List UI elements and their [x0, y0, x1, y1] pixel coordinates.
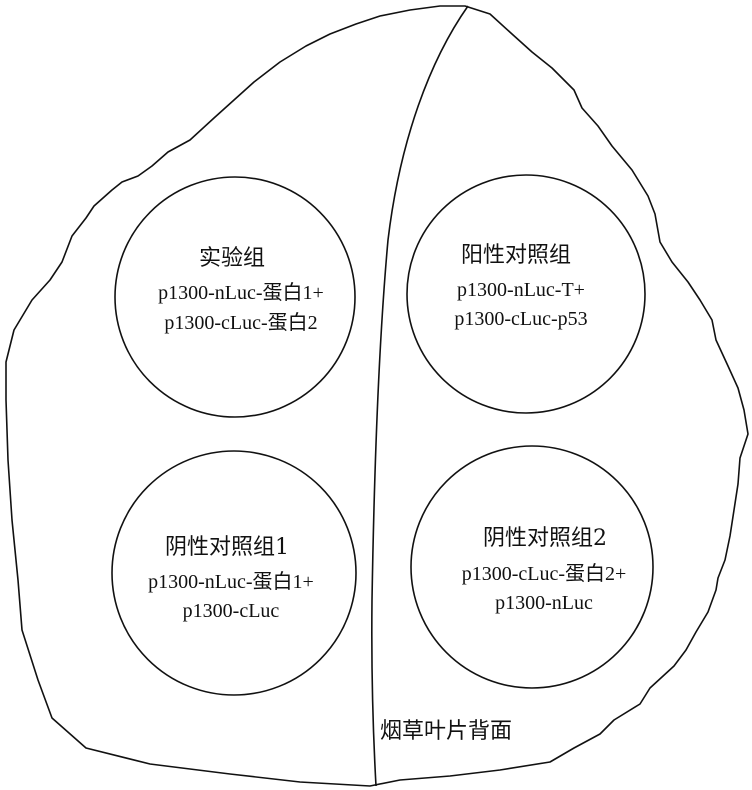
leaf-caption: 烟草叶片背面 [380, 719, 512, 744]
leaf-outline [5, 5, 749, 787]
zone-title-negative-control-1: 阴性对照组1 [165, 535, 289, 560]
zone-title-experimental: 实验组 [199, 246, 265, 271]
zone-circle-negative-control-2 [410, 445, 654, 689]
zone-title-positive-control: 阳性对照组 [461, 243, 571, 268]
zone-circle-experimental [114, 176, 356, 418]
zone-circle-negative-control-1 [111, 450, 357, 696]
zone-construct-line: p1300-nLuc [495, 592, 593, 614]
zone-title-negative-control-2: 阴性对照组2 [483, 526, 607, 551]
zone-circle-positive-control [406, 174, 646, 414]
zone-construct-line: p1300-cLuc-蛋白2+ [462, 562, 627, 585]
leaf-midrib [371, 5, 469, 787]
zone-construct-line: p1300-nLuc-T+ [457, 279, 585, 301]
zone-construct-line: p1300-nLuc-蛋白1+ [158, 281, 324, 304]
zone-construct-line: p1300-cLuc [183, 600, 280, 622]
zone-construct-line: p1300-cLuc-蛋白2 [164, 311, 317, 334]
zone-construct-line: p1300-nLuc-蛋白1+ [148, 570, 314, 593]
zone-construct-line: p1300-cLuc-p53 [454, 308, 587, 330]
